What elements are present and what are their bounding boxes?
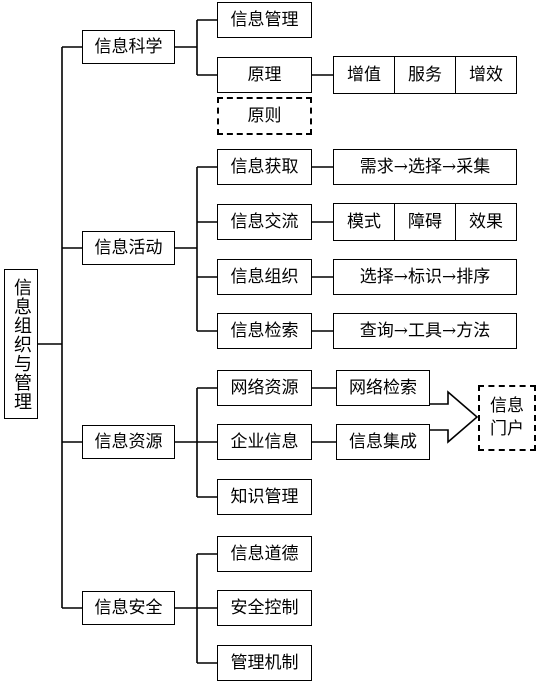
principle-item: 服务 (394, 57, 455, 93)
principle-item: 增值 (347, 64, 381, 85)
acquisition-flow: 需求→选择→采集 (333, 149, 517, 185)
exchange-item: 模式 (347, 211, 381, 232)
node-information-exchange: 信息交流 (217, 204, 312, 240)
node-network-search: 网络检索 (336, 370, 430, 406)
node-knowledge-management: 知识管理 (217, 479, 312, 515)
node-enterprise-information: 企业信息 (217, 424, 312, 460)
branch-information-activity: 信息活动 (82, 231, 175, 265)
branch-information-security: 信息安全 (82, 591, 175, 625)
principle-item: 增效 (455, 57, 516, 93)
exchange-item: 效果 (455, 204, 516, 240)
exchange-items: 模式 障碍 效果 (333, 203, 517, 241)
branch-information-resource: 信息资源 (82, 425, 175, 459)
node-information-integration: 信息集成 (336, 424, 430, 460)
node-rule-dashed: 原则 (217, 97, 312, 135)
node-network-resources: 网络资源 (217, 370, 312, 406)
node-information-portal-dashed: 信息门户 (478, 385, 536, 451)
principle-items: 增值 服务 增效 (333, 56, 517, 94)
node-management-mechanism: 管理机制 (217, 645, 312, 681)
node-information-management: 信息管理 (217, 2, 312, 38)
node-information-retrieval: 信息检索 (217, 313, 312, 349)
node-security-control: 安全控制 (217, 590, 312, 626)
node-principle: 原理 (217, 57, 312, 93)
node-information-organization: 信息组织 (217, 259, 312, 295)
node-information-ethics: 信息道德 (217, 536, 312, 572)
organization-flow: 选择→标识→排序 (333, 259, 517, 295)
branch-information-science: 信息科学 (82, 30, 175, 64)
block-arrow (430, 390, 479, 444)
retrieval-flow: 查询→工具→方法 (333, 313, 517, 349)
exchange-item: 障碍 (394, 204, 455, 240)
node-information-acquisition: 信息获取 (217, 149, 312, 185)
root-node: 信息组织与管理 (4, 269, 38, 419)
